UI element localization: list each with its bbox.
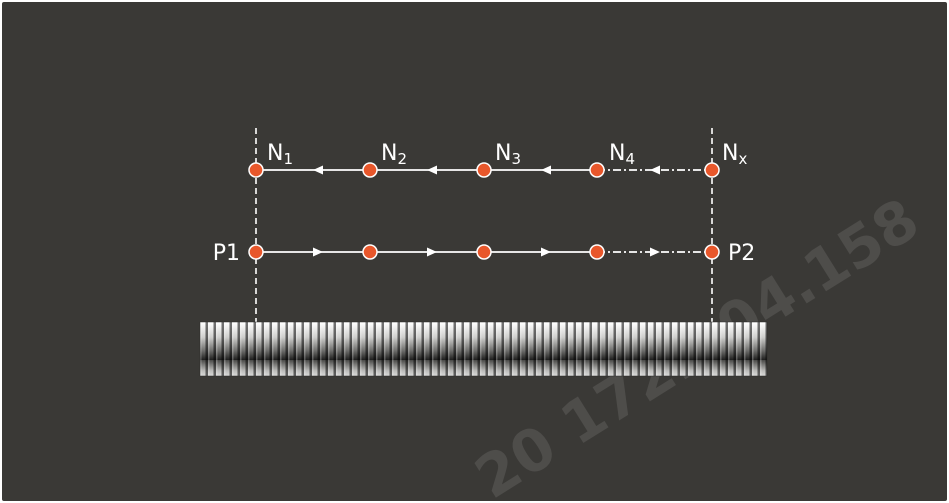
node-n3 (476, 162, 492, 178)
label-n1: N1 (267, 141, 293, 168)
label-p2: P2 (728, 241, 755, 266)
label-nx: Nx (722, 141, 747, 168)
label-p1: P1 (213, 241, 240, 266)
node-bottom-3 (476, 244, 492, 260)
arrowhead-icon (541, 247, 551, 257)
node-bottom-2 (362, 244, 378, 260)
bottom-nodes (248, 244, 720, 260)
arrowhead-icon (650, 247, 660, 257)
guide-lines (255, 128, 713, 326)
arrowhead-icon (313, 247, 323, 257)
arrowhead-icon (650, 165, 660, 175)
node-p1 (248, 244, 264, 260)
label-n4: N4 (609, 141, 635, 168)
node-nx (704, 162, 720, 178)
node-n2 (362, 162, 378, 178)
arrowhead-icon (427, 247, 437, 257)
node-n1 (248, 162, 264, 178)
node-p2 (704, 244, 720, 260)
top-path (256, 165, 712, 175)
arrowhead-icon (427, 165, 437, 175)
node-bottom-4 (589, 244, 605, 260)
top-nodes (248, 162, 720, 178)
bottom-path (256, 247, 712, 257)
label-n3: N3 (495, 141, 521, 168)
threaded-rod-icon (199, 321, 768, 377)
label-n2: N2 (381, 141, 407, 168)
node-n4 (589, 162, 605, 178)
arrowhead-icon (541, 165, 551, 175)
top-labels: N1 N2 N3 N4 Nx (267, 141, 747, 168)
arrowhead-icon (313, 165, 323, 175)
